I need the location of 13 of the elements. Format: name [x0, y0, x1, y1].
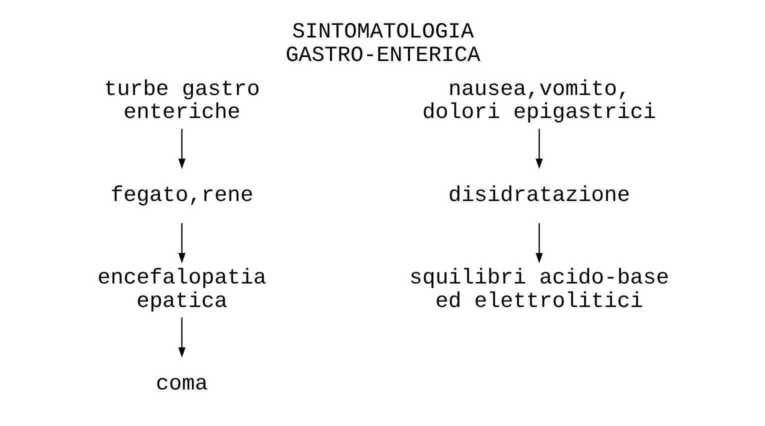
arrow [178, 223, 185, 264]
node-text: nausea,vomito, dolori epigastrici [422, 76, 656, 126]
diagram-title: SINTOMATOLOGIA GASTRO-ENTERICA [285, 20, 480, 68]
arrow [535, 128, 542, 169]
node-text: squilibri acido-base ed elettrolitici [408, 266, 669, 314]
node-text: encefalopatia epatica [96, 266, 266, 314]
arrow [535, 223, 542, 264]
node-text: coma [155, 372, 208, 397]
node-text: disidratazione [448, 182, 630, 208]
node-text: fegato,rene [110, 182, 253, 208]
arrow [178, 128, 185, 169]
arrow [178, 318, 185, 358]
node-text: turbe gastro enteriche [103, 76, 260, 126]
